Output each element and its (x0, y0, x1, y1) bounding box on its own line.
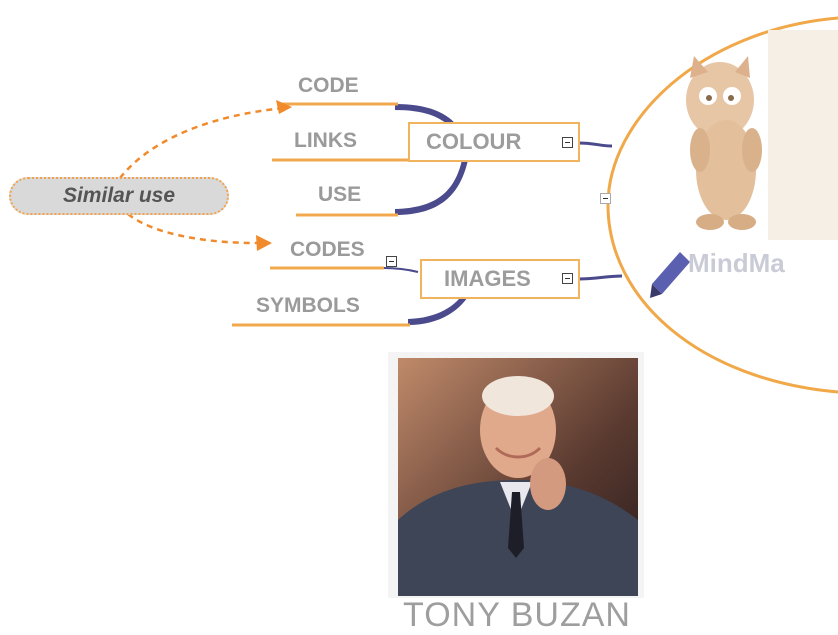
colour-topic-box[interactable]: COLOUR (408, 122, 580, 162)
similar-use-node[interactable]: Similar use (9, 177, 229, 215)
collapse-codes-icon[interactable] (386, 256, 397, 267)
codes-to-images-line (382, 267, 419, 273)
similar-to-code-arrow (119, 106, 286, 179)
portrait-caption: TONY BUZAN (403, 596, 631, 634)
arrowhead-icon (276, 100, 292, 114)
collapse-images-icon[interactable] (562, 273, 573, 284)
collapse-colour-icon[interactable] (562, 137, 573, 148)
branch-label-links: LINKS (294, 129, 357, 152)
collapse-central-icon[interactable] (600, 193, 611, 204)
portrait-photo (388, 352, 644, 598)
central-topic-arc (606, 16, 838, 394)
colour-to-center-line (577, 141, 613, 148)
images-to-center-line (577, 274, 623, 281)
similar-to-codes-arrow (127, 213, 266, 245)
branch-label-code: CODE (298, 74, 359, 97)
branch-label-symbols: SYMBOLS (256, 294, 360, 317)
arrowhead-icon (256, 235, 272, 251)
branch-label-use: USE (318, 183, 362, 206)
portrait-illustration (398, 358, 638, 596)
pencil-icon (650, 252, 690, 298)
branch-label-codes: CODES (290, 238, 365, 261)
mascot-illustration (686, 30, 838, 240)
colour-connector-swoosh-lower (395, 160, 468, 215)
mindmanager-logo-text: MindMa (688, 248, 785, 278)
images-topic-box[interactable]: IMAGES (420, 259, 580, 299)
